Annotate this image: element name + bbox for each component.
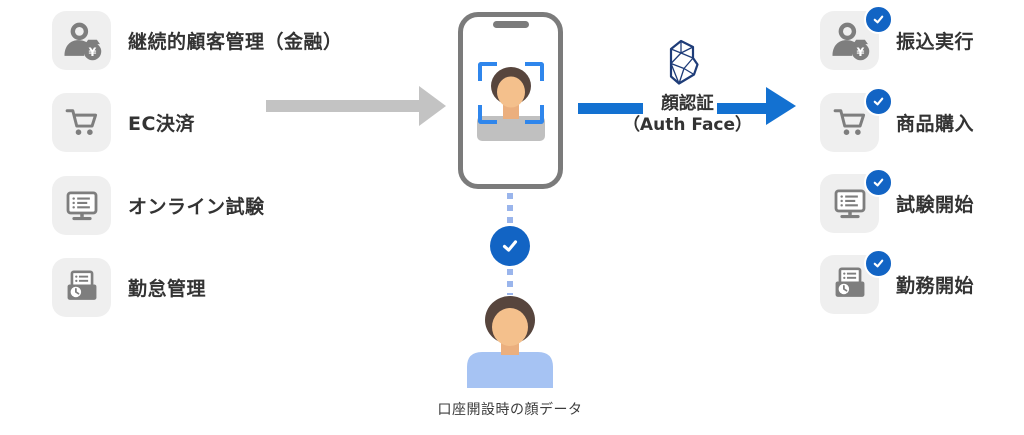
result-label: 勤務開始 bbox=[896, 275, 975, 297]
verified-check-icon bbox=[490, 226, 530, 266]
bracket-corner bbox=[524, 105, 544, 124]
bracket-corner bbox=[477, 62, 497, 81]
cart-icon bbox=[52, 93, 111, 152]
bracket-corner bbox=[524, 62, 544, 81]
result-row: 商品購入 bbox=[820, 87, 975, 152]
use-case-label: 継続的顧客管理（金融） bbox=[128, 31, 343, 53]
use-case-label: EC決済 bbox=[128, 113, 195, 135]
face-auth-subtitle: （Auth Face） bbox=[622, 115, 753, 136]
face-scan-brackets-icon bbox=[477, 62, 544, 124]
face-auth-label: 顔認証 （Auth Face） bbox=[600, 93, 775, 137]
use-case-row: オンライン試験 bbox=[52, 176, 265, 235]
person-money-icon bbox=[52, 11, 111, 70]
result-label: 振込実行 bbox=[896, 31, 975, 53]
result-label: 商品購入 bbox=[896, 113, 975, 135]
registered-user-avatar bbox=[467, 296, 553, 388]
result-label: 試験開始 bbox=[896, 194, 975, 216]
result-row: 振込実行 bbox=[820, 5, 975, 70]
monitor-icon bbox=[820, 168, 893, 233]
blue-arrow-bar-left bbox=[578, 103, 643, 114]
cart-icon bbox=[820, 87, 893, 152]
check-badge-icon bbox=[864, 87, 893, 116]
check-badge-icon bbox=[864, 5, 893, 34]
blue-arrow-bar-right bbox=[717, 103, 766, 114]
bracket-corner bbox=[477, 105, 497, 124]
use-case-row: EC決済 bbox=[52, 93, 195, 152]
face-data-caption: 口座開設時の顔データ bbox=[437, 402, 583, 418]
time-clock-icon bbox=[820, 249, 893, 314]
use-case-label: 勤怠管理 bbox=[128, 278, 207, 300]
check-badge-icon bbox=[864, 168, 893, 197]
monitor-icon bbox=[52, 176, 111, 235]
dotted-connector bbox=[507, 269, 513, 295]
blue-arrow-head bbox=[766, 87, 796, 125]
result-row: 試験開始 bbox=[820, 168, 975, 233]
person-money-icon bbox=[820, 5, 893, 70]
face-auth-title: 顔認証 bbox=[661, 94, 714, 114]
dotted-connector bbox=[507, 193, 513, 223]
gray-arrow-head bbox=[419, 86, 446, 126]
use-case-row: 継続的顧客管理（金融） bbox=[52, 11, 343, 70]
gray-arrow-bar bbox=[266, 100, 419, 112]
phone-notch bbox=[492, 21, 529, 28]
time-clock-icon bbox=[52, 258, 111, 317]
result-row: 勤務開始 bbox=[820, 249, 975, 314]
check-badge-icon bbox=[864, 249, 893, 278]
use-case-row: 勤怠管理 bbox=[52, 258, 206, 317]
use-case-label: オンライン試験 bbox=[128, 196, 265, 218]
auth-face-logo bbox=[669, 39, 699, 85]
smartphone bbox=[458, 12, 563, 189]
